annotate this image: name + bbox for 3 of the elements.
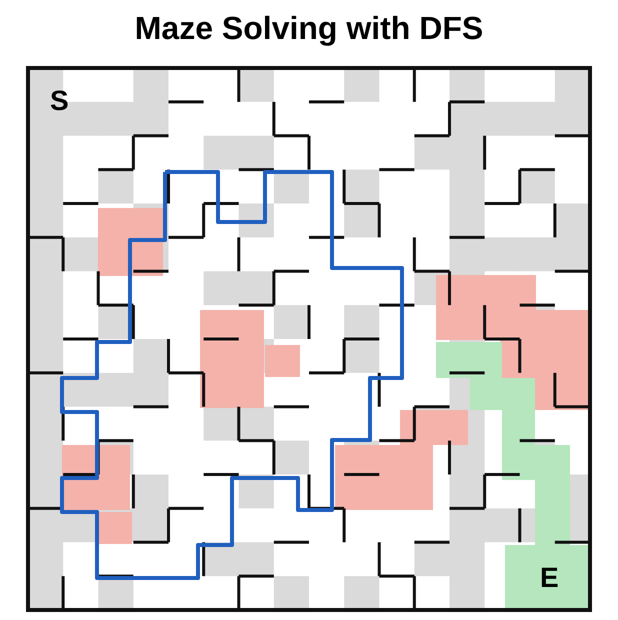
maze-marker: S: [50, 85, 69, 117]
maze-marker: E: [540, 562, 559, 594]
diagram-title: Maze Solving with DFS: [134, 10, 484, 47]
